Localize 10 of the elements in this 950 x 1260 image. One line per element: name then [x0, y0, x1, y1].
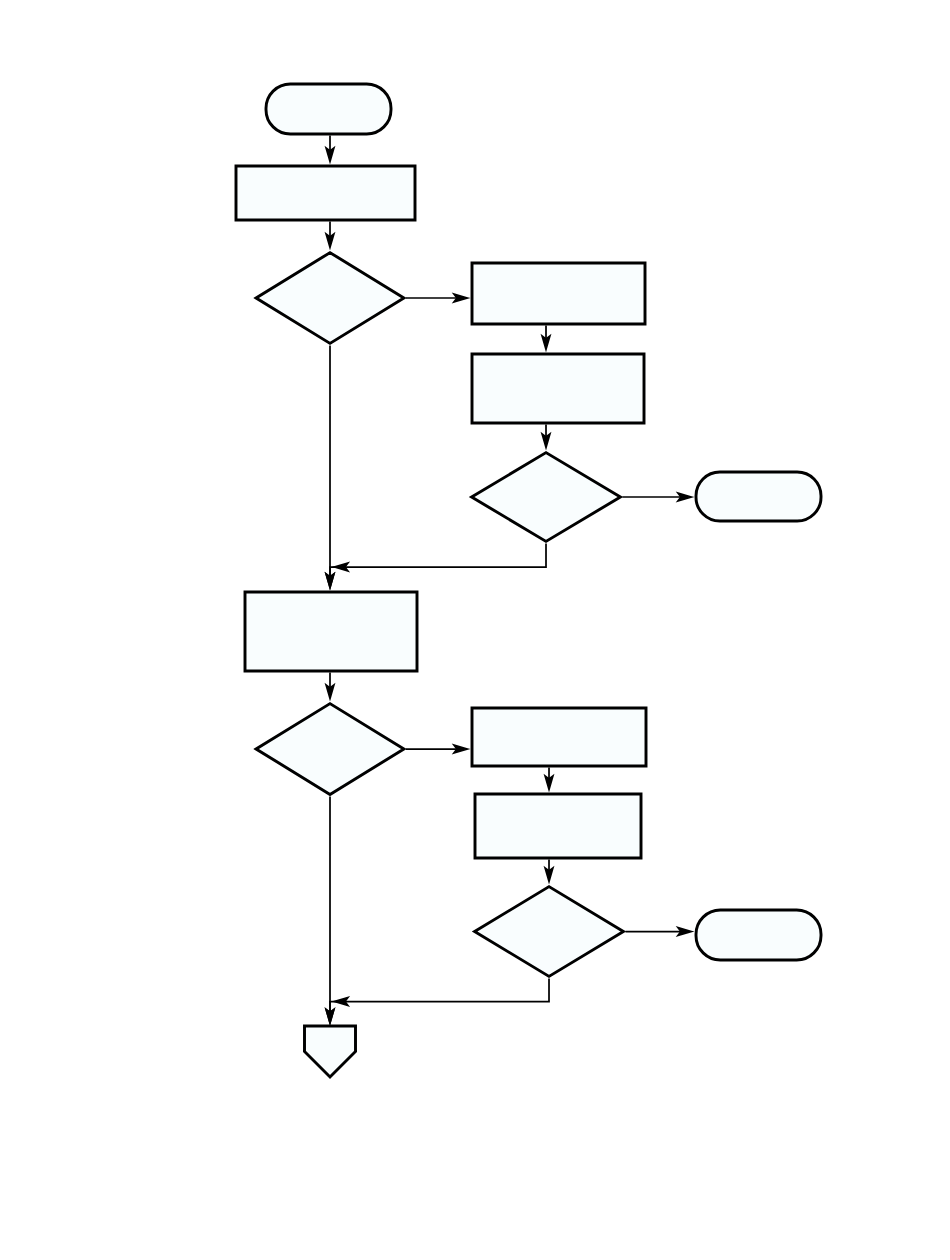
terminator-shape: [264, 82, 393, 136]
process-box: [234, 164, 417, 222]
process-box: [470, 706, 648, 768]
off-page-connector: [303, 1024, 357, 1080]
process-box: [470, 352, 646, 425]
process-box: [470, 261, 647, 326]
terminator-shape: [694, 470, 823, 523]
process-box: [243, 590, 419, 673]
terminator-shape: [694, 908, 823, 962]
process-box: [473, 792, 643, 860]
